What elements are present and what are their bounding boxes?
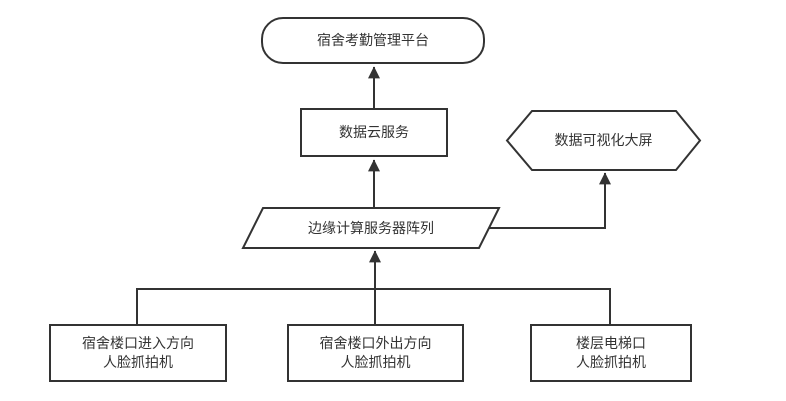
node-camera-elevator-label: 楼层电梯口 人脸抓拍机 — [576, 334, 646, 372]
node-platform: 宿舍考勤管理平台 — [261, 17, 485, 64]
edge-camera-bus-connector — [136, 288, 611, 324]
node-camera-exit: 宿舍楼口外出方向 人脸抓拍机 — [287, 324, 464, 382]
node-big-screen: 数据可视化大屏 — [507, 111, 700, 170]
node-big-screen-shape — [505, 110, 702, 171]
node-camera-exit-label: 宿舍楼口外出方向 人脸抓拍机 — [320, 334, 432, 372]
node-big-screen-label: 数据可视化大屏 — [554, 132, 653, 148]
node-camera-elevator-line2: 人脸抓拍机 — [576, 354, 646, 370]
node-camera-elevator-line1: 楼层电梯口 — [576, 335, 646, 351]
node-platform-label: 宿舍考勤管理平台 — [317, 32, 429, 48]
node-camera-exit-line1: 宿舍楼口外出方向 — [319, 335, 432, 351]
node-edge-servers: 边缘计算服务器阵列 — [243, 208, 499, 248]
node-camera-entry-label: 宿舍楼口进入方向 人脸抓拍机 — [82, 334, 194, 372]
node-camera-exit-line2: 人脸抓拍机 — [340, 354, 411, 370]
node-camera-entry-line2: 人脸抓拍机 — [103, 354, 173, 370]
node-camera-entry: 宿舍楼口进入方向 人脸抓拍机 — [49, 324, 227, 382]
node-cloud-service: 数据云服务 — [300, 108, 448, 157]
edge-servers-to-bigscreen — [489, 172, 611, 229]
node-edge-servers-shape — [241, 207, 501, 249]
node-cloud-service-label: 数据云服务 — [339, 124, 409, 140]
node-camera-entry-line1: 宿舍楼口进入方向 — [82, 335, 194, 351]
node-edge-servers-label: 边缘计算服务器阵列 — [308, 219, 434, 236]
node-camera-elevator: 楼层电梯口 人脸抓拍机 — [530, 324, 692, 382]
